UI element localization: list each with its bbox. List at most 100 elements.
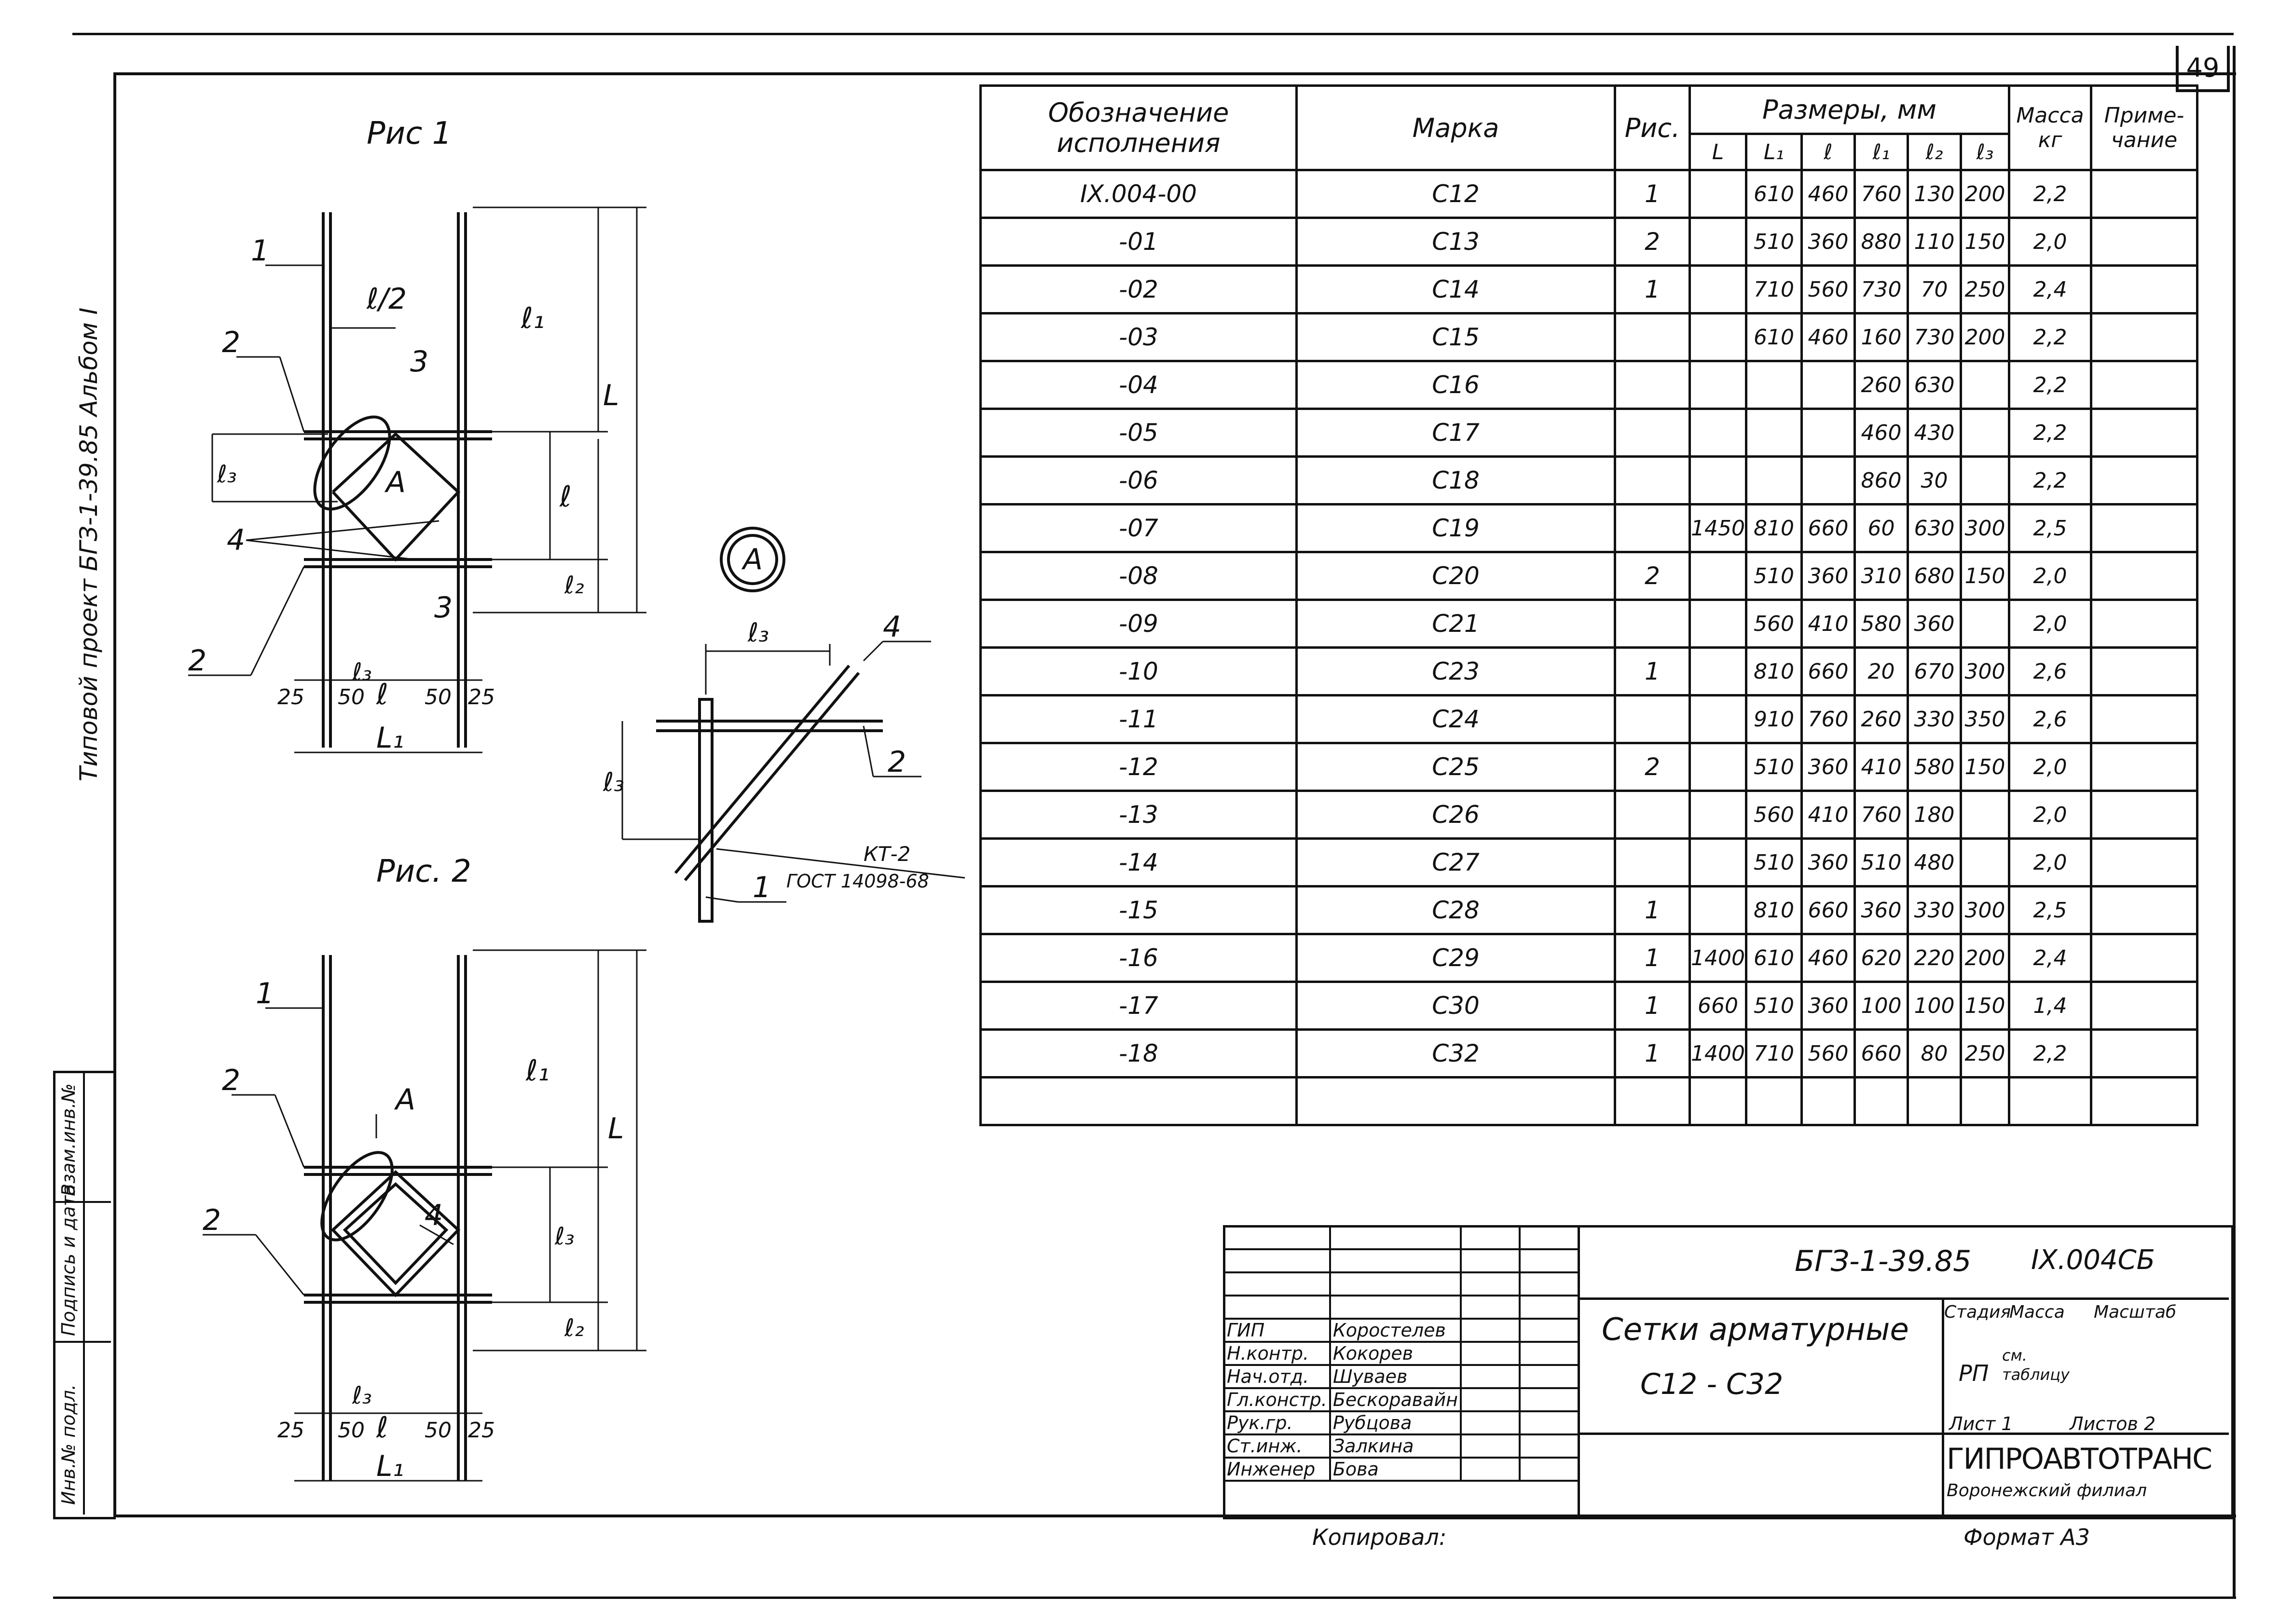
cell-l3: 300 — [1959, 885, 2010, 935]
cell-empty — [1744, 1076, 1803, 1126]
cell-mark: С21 — [1295, 599, 1616, 649]
cell-mass: 2,0 — [2007, 790, 2092, 840]
fig1-label-L: L — [603, 379, 619, 412]
cell-fig — [1614, 599, 1691, 649]
cell-l2: 70 — [1906, 264, 1962, 314]
sheet-no-label: Лист 1 — [1949, 1413, 2013, 1434]
cell-l2: 220 — [1906, 933, 1962, 983]
stamp-signature — [1459, 1457, 1521, 1482]
cell-l3 — [1959, 599, 2010, 649]
cell-mass: 2,0 — [2007, 837, 2092, 887]
stamp-cell — [1223, 1295, 1331, 1320]
cell-note — [2089, 217, 2198, 267]
cell-note — [2089, 169, 2198, 219]
cell-des: -08 — [979, 551, 1298, 601]
stamp-cell — [1223, 1225, 1331, 1250]
fig1-label-A: A — [384, 465, 406, 499]
detail-label-4: 4 — [883, 610, 901, 644]
cell-mass: 2,2 — [2007, 360, 2092, 410]
cell-l2: 670 — [1906, 646, 1962, 696]
cell-fig — [1614, 408, 1691, 458]
cell-l: 660 — [1800, 885, 1856, 935]
cell-l1: 860 — [1853, 455, 1909, 505]
cell-des: -16 — [979, 933, 1298, 983]
stamp-person: Кокорев — [1329, 1341, 1462, 1366]
cell-fig: 1 — [1614, 646, 1691, 696]
cell-l — [1800, 360, 1856, 410]
stamp-cell — [1329, 1295, 1462, 1320]
stamp-row: Гл.констр.Бескоравайн — [1223, 1387, 1579, 1412]
cell-l3 — [1959, 408, 2010, 458]
cell-L1: 510 — [1744, 217, 1803, 267]
cell-L1: 510 — [1744, 981, 1803, 1031]
cell-l1: 360 — [1853, 885, 1909, 935]
cell-fig: 2 — [1614, 742, 1691, 792]
cell-l1: 730 — [1853, 264, 1909, 314]
cell-des: -12 — [979, 742, 1298, 792]
stamp-date — [1518, 1318, 1579, 1343]
cell-fig: 1 — [1614, 885, 1691, 935]
cell-l1: 460 — [1853, 408, 1909, 458]
cell-l1: 260 — [1853, 360, 1909, 410]
cell-L — [1689, 217, 1747, 267]
cell-mass: 2,6 — [2007, 646, 2092, 696]
stamp-cell — [1459, 1271, 1521, 1296]
fig1-label-l-half: ℓ/2 — [366, 282, 407, 316]
fig1-title: Рис 1 — [367, 116, 452, 151]
cell-fig — [1614, 694, 1691, 744]
fig2-dim-50-left: 50 — [338, 1418, 365, 1443]
spec-table: Обозначение исполнения Марка Рис. Размер… — [979, 84, 2198, 1126]
cell-l3: 150 — [1959, 742, 2010, 792]
cell-L — [1689, 264, 1747, 314]
cell-L1: 610 — [1744, 933, 1803, 983]
cell-des: -03 — [979, 312, 1298, 362]
cell-L1: 560 — [1744, 790, 1803, 840]
cell-mass: 2,4 — [2007, 933, 2092, 983]
cell-l2: 330 — [1906, 885, 1962, 935]
stamp-role: Инженер — [1223, 1457, 1331, 1482]
cell-mass: 2,0 — [2007, 551, 2092, 601]
cell-l: 660 — [1800, 646, 1856, 696]
cell-fig: 1 — [1614, 264, 1691, 314]
cell-l1: 660 — [1853, 1028, 1909, 1078]
cell-l3 — [1959, 790, 2010, 840]
cell-fig — [1614, 455, 1691, 505]
detail-a-drawing: A ℓ₃ ℓ₃ 4 2 1 КТ-2 ГОСТ 14098-68 — [603, 527, 965, 923]
fig1-dim-25-right: 25 — [468, 685, 495, 710]
fig2-label-l2: ℓ₂ — [564, 1314, 584, 1342]
cell-l3: 150 — [1959, 981, 2010, 1031]
stamp-row: Н.контр.Кокорев — [1223, 1341, 1579, 1366]
stamp-cell — [1459, 1295, 1521, 1320]
mass-value: см. таблицу — [2002, 1346, 2070, 1384]
cell-l1: 510 — [1853, 837, 1909, 887]
cell-mark: С20 — [1295, 551, 1616, 601]
cell-fig: 2 — [1614, 217, 1691, 267]
cell-empty — [1800, 1076, 1856, 1126]
cell-empty — [1959, 1076, 2010, 1126]
cell-L — [1689, 551, 1747, 601]
cell-mass: 2,0 — [2007, 599, 2092, 649]
cell-empty — [979, 1076, 1298, 1126]
cell-mass: 2,0 — [2007, 742, 2092, 792]
stamp-signature — [1459, 1341, 1521, 1366]
fig1-label-l3-bottom: ℓ₃ — [352, 658, 372, 686]
cell-l3: 250 — [1959, 264, 2010, 314]
cell-L1: 510 — [1744, 837, 1803, 887]
cell-mass: 2,4 — [2007, 264, 2092, 314]
stamp-date — [1518, 1457, 1579, 1482]
cell-l1: 760 — [1853, 790, 1909, 840]
frame-right — [2233, 46, 2236, 1599]
stamp-person: Шуваев — [1329, 1364, 1462, 1389]
cell-L1: 810 — [1744, 646, 1803, 696]
stamp-person: Залкина — [1329, 1433, 1462, 1459]
cell-fig: 1 — [1614, 169, 1691, 219]
cell-note — [2089, 503, 2198, 553]
cell-L: 660 — [1689, 981, 1747, 1031]
side-inv-no: Инв.№ подл. — [58, 1384, 79, 1505]
